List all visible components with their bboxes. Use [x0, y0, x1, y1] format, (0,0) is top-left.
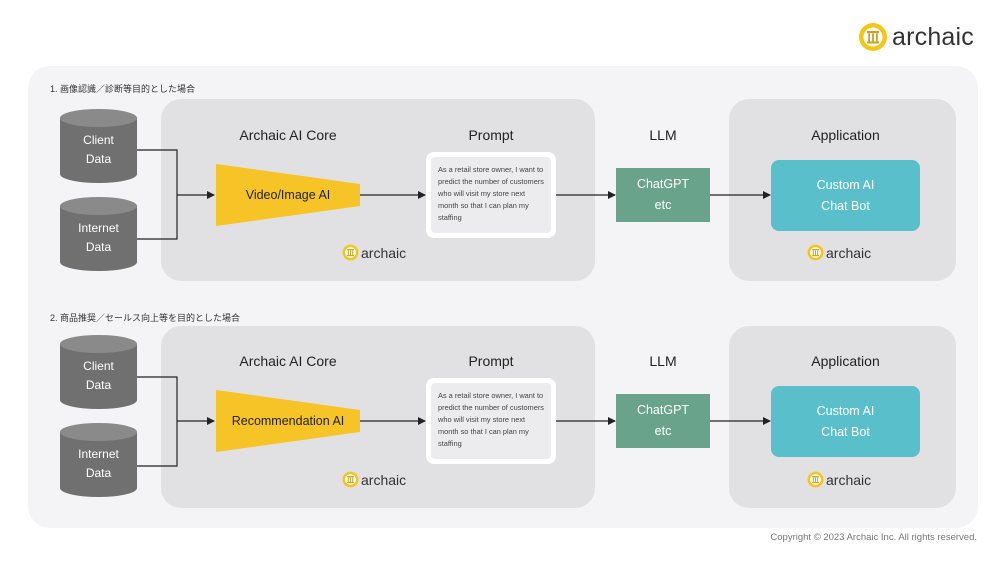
database-icon — [60, 197, 137, 271]
section-1-app-logo: archaic — [807, 244, 871, 261]
archaic-logo-text: archaic — [826, 244, 872, 261]
archaic-logo-icon — [807, 244, 824, 261]
archaic-logo-icon — [342, 244, 359, 261]
section-2-title: 2. 商品推奨／セールス向上等を目的とした場合 — [50, 313, 241, 323]
section-1-prompt-card: As a retail store owner, I want to predi… — [426, 152, 556, 238]
section-1-app-box: Custom AI Chat Bot — [771, 160, 920, 231]
section-1-client-data-database: Client Data — [60, 109, 137, 183]
internet-data-label-line1: Internet — [78, 221, 119, 235]
client-data-label-line2: Data — [85, 152, 112, 166]
section-2-client-data-database: Client Data — [60, 335, 137, 409]
archaic-logo-icon — [859, 23, 887, 51]
internet-data-label-line2: Data — [85, 466, 112, 480]
archaic-logo-icon — [342, 471, 359, 488]
llm-etc: etc — [654, 198, 672, 212]
app-line2: Chat Bot — [821, 424, 870, 439]
internet-data-label-line2: Data — [85, 240, 112, 254]
archaic-logo: archaic — [858, 22, 974, 52]
llm-name: ChatGPT — [636, 177, 690, 191]
section-2-prompt-heading: Prompt — [468, 353, 514, 369]
app-line1: Custom AI — [816, 177, 875, 192]
database-icon — [60, 109, 137, 183]
section-2-internet-data-database: Internet Data — [60, 423, 137, 497]
client-data-label-line2: Data — [85, 378, 112, 392]
funnel-shape — [216, 164, 360, 226]
client-data-label-line1: Client — [83, 359, 114, 373]
archaic-logo-text: archaic — [892, 22, 974, 51]
section-2-engine-block: Recommendation AI — [216, 390, 360, 452]
section-1-core-logo: archaic — [342, 244, 406, 261]
app-line1: Custom AI — [816, 403, 875, 418]
client-data-label-line1: Client — [83, 133, 114, 147]
section-1-engine-block: Video/Image AI — [216, 164, 360, 226]
section-2-app-box: Custom AI Chat Bot — [771, 386, 920, 457]
database-icon — [60, 423, 137, 497]
section-1-title: 1. 画像認識／診断等目的とした場合 — [50, 84, 196, 94]
section-2-prompt-card: As a retail store owner, I want to predi… — [426, 378, 556, 464]
funnel-shape — [216, 390, 360, 452]
section-2-engine-label: Recommendation AI — [231, 414, 345, 428]
app-line2: Chat Bot — [821, 198, 870, 213]
section-1-prompt-heading: Prompt — [468, 127, 514, 143]
internet-data-label-line1: Internet — [78, 447, 119, 461]
archaic-logo-text: archaic — [826, 471, 872, 488]
section-1-prompt-text: As a retail store owner, I want to predi… — [431, 157, 551, 233]
section-2-app-heading: Application — [811, 353, 880, 369]
archaic-logo-text: archaic — [361, 244, 407, 261]
archaic-logo-icon — [807, 471, 824, 488]
section-1-core-heading: Archaic AI Core — [239, 127, 337, 143]
database-icon — [60, 335, 137, 409]
section-1-internet-data-database: Internet Data — [60, 197, 137, 271]
section-2-prompt-text: As a retail store owner, I want to predi… — [431, 383, 551, 459]
section-2-core-heading: Archaic AI Core — [239, 353, 337, 369]
section-1-app-heading: Application — [811, 127, 880, 143]
section-2-llm-box: ChatGPT etc — [616, 394, 710, 448]
llm-etc: etc — [654, 424, 672, 438]
section-2-llm-heading: LLM — [649, 353, 677, 369]
section-2-app-logo: archaic — [807, 471, 871, 488]
llm-name: ChatGPT — [636, 403, 690, 417]
copyright-notice: Copyright © 2023 Archaic Inc. All rights… — [770, 532, 977, 543]
archaic-logo-text: archaic — [361, 471, 407, 488]
section-1-llm-heading: LLM — [649, 127, 677, 143]
section-2-core-logo: archaic — [342, 471, 406, 488]
section-1-engine-label: Video/Image AI — [245, 188, 331, 202]
section-1-llm-box: ChatGPT etc — [616, 168, 710, 222]
